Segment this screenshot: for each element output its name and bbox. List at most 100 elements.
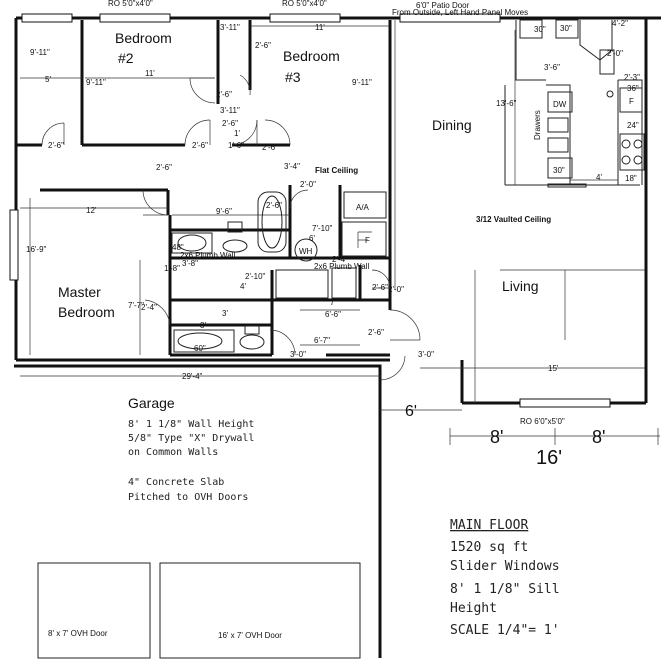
dim-label: 3'-8" <box>182 259 198 268</box>
furnace-label: F <box>365 236 370 245</box>
ceiling-label-vaulted: 3/12 Vaulted Ceiling <box>476 215 551 224</box>
dim-label: 2'-0" <box>300 180 316 189</box>
dim-label: 3'-0" <box>290 350 306 359</box>
ovh-door-label: 8' x 7' OVH Door <box>48 629 108 638</box>
room-label-master-bedroom: Bedroom <box>58 304 115 320</box>
legend-scale: SCALE 1/4"= 1' <box>450 623 560 638</box>
dim-label: 12' <box>86 206 97 215</box>
dim-label: 11' <box>315 23 325 32</box>
garage-note: 4" Concrete Slab <box>128 477 224 488</box>
dim-label: 6'-6" <box>325 310 341 319</box>
ovh-door-label: 16' x 7' OVH Door <box>218 631 282 640</box>
legend-title: MAIN FLOOR <box>450 518 528 533</box>
fridge-label: F <box>629 97 634 106</box>
dim-label-large: 8' <box>592 427 605 447</box>
garage-note: 5/8" Type "X" Drywall <box>128 433 254 444</box>
dim-label: 2'-4" <box>141 303 157 312</box>
room-label-master: Master <box>58 284 101 300</box>
garage-note: Pitched to OVH Doors <box>128 492 248 503</box>
garage-note: 8' 1 1/8" Wall Height <box>128 419 254 430</box>
dim-label: 2'-6" <box>266 201 282 210</box>
window-label: RO 5'0"x4'0" <box>108 0 153 8</box>
dim-label: 2'-6" <box>262 143 278 152</box>
windows-top <box>9 13 611 408</box>
plumb-wall-label: 2x6 Plumb Wall <box>314 262 370 271</box>
dim-label: 13'-6" <box>496 99 517 108</box>
counter-30a-label: 30" <box>534 25 546 34</box>
patio-door-label: 6'0" Patio Door <box>416 1 470 10</box>
ac-label: A/A <box>356 203 370 212</box>
dim-label: 11' <box>145 69 155 78</box>
dim-label: 3'-11" <box>220 23 240 32</box>
dim-label: 8' <box>200 321 206 330</box>
dim-label: 2'-6" <box>216 90 232 99</box>
room-label-bedroom2: Bedroom <box>115 30 172 46</box>
dim-label: 3' <box>222 309 228 318</box>
legend-windows: Slider Windows <box>450 559 560 574</box>
exterior-walls <box>14 16 661 658</box>
dim-label: 2'-6" <box>192 141 208 150</box>
patio-door-note: From Outside, Left Hand Panel Moves <box>392 8 528 17</box>
dim-label: 2'-6" <box>368 328 384 337</box>
dim-label: 2'-6" <box>156 163 172 172</box>
room-label-bedroom3: Bedroom <box>283 48 340 64</box>
legend-area: 1520 sq ft <box>450 540 528 555</box>
plumb-wall-label: 2x6 Plumb Wall <box>180 251 236 260</box>
dim-label: 7'-7" <box>128 301 144 310</box>
drawers-label: Drawers <box>533 110 542 140</box>
overhead-doors <box>37 562 361 659</box>
dim-label: 9'-11" <box>352 78 372 87</box>
dimension-lines <box>20 20 660 445</box>
dim-label-large: 16' <box>536 447 562 469</box>
dim-label: 7' <box>330 298 336 307</box>
dim-label: 9'-11" <box>86 78 106 87</box>
counter-24-label: 24" <box>627 121 639 130</box>
fixtures <box>171 19 645 353</box>
dim-label: 4' <box>240 282 246 291</box>
tub-48-label: 48" <box>172 243 184 252</box>
dim-label: 16'-9" <box>26 245 47 254</box>
room-label-bedroom2-num: #2 <box>118 50 134 66</box>
garage-note: on Common Walls <box>128 447 218 458</box>
dim-label: 2'-3" <box>624 73 640 82</box>
dim-label: 2'-4" <box>332 255 348 264</box>
dim-label: 3'-0" <box>418 350 434 359</box>
counter-18-label: 18" <box>625 174 637 183</box>
dim-label: 6'-7" <box>314 336 330 345</box>
dim-label: 4' <box>596 173 602 182</box>
dim-label: 9'-11" <box>30 48 50 57</box>
dim-label: 2'-10" <box>245 272 266 281</box>
room-label-garage: Garage <box>128 395 175 411</box>
dim-label-large: 6' <box>405 403 417 420</box>
dim-label: 2'-6" <box>222 119 238 128</box>
dim-label: 5' <box>45 75 51 84</box>
range-label: 36" <box>627 84 639 93</box>
dim-label: 29'-4" <box>182 372 203 381</box>
room-label-living: Living <box>502 278 539 294</box>
interior-walls <box>16 20 643 357</box>
legend-sill: 8' 1 1/8" Sill <box>450 582 560 597</box>
dim-label: 2'-0" <box>607 49 623 58</box>
dim-label: 1'-6" <box>228 141 244 150</box>
window-label-bottom: RO 6'0"x5'0" <box>520 417 565 426</box>
dim-label-large: 8' <box>490 427 503 447</box>
ceiling-label-flat: Flat Ceiling <box>315 166 358 175</box>
dim-label: 2'-0" <box>388 285 404 294</box>
room-label-dining: Dining <box>432 117 472 133</box>
dim-label: 3'-6" <box>544 63 560 72</box>
dim-label: 15' <box>548 364 559 373</box>
dim-label: 3'-4" <box>284 162 300 171</box>
window-label: RO 5'0"x4'0" <box>282 0 327 8</box>
dim-label: 1' <box>234 129 240 138</box>
dim-label: 2'-6" <box>48 141 64 150</box>
door-swings <box>41 74 421 381</box>
dim-label: 9'-6" <box>216 207 232 216</box>
counter-30b-label: 30" <box>560 24 572 33</box>
tub-60-label: 60" <box>194 344 206 353</box>
legend-height: Height <box>450 601 497 616</box>
dim-label: 4'-2" <box>612 19 628 28</box>
dim-label: 6' <box>309 234 315 243</box>
dim-label: 7'-10" <box>312 224 333 233</box>
